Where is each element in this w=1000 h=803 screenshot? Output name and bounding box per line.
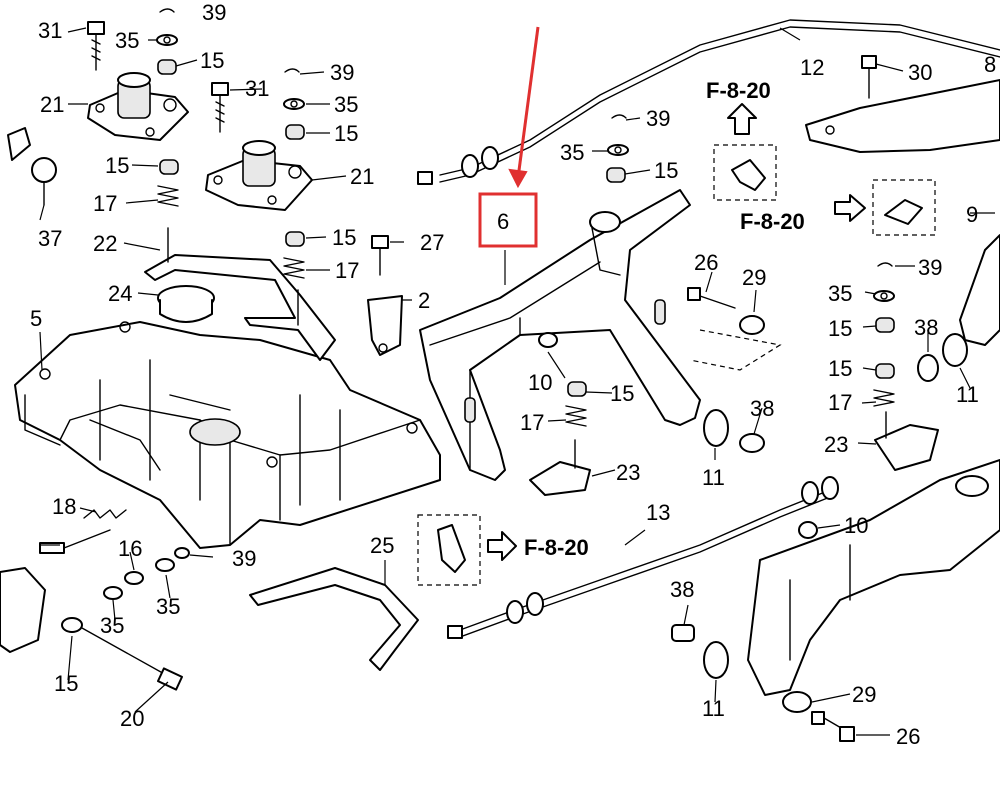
callout-15: 15 bbox=[654, 158, 678, 183]
callout-8: 8 bbox=[984, 52, 996, 77]
ref-box-top bbox=[713, 103, 777, 201]
callout-35: 35 bbox=[334, 92, 358, 117]
callouts: 39 31 35 15 21 39 31 35 15 21 15 17 22 3… bbox=[30, 0, 996, 749]
callout-21: 21 bbox=[350, 164, 374, 189]
highlight-group bbox=[478, 26, 540, 248]
callout-25: 25 bbox=[370, 533, 394, 558]
callout-15: 15 bbox=[334, 121, 358, 146]
ref-box-bottom bbox=[417, 514, 517, 586]
lever-22 bbox=[144, 227, 336, 361]
callout-15: 15 bbox=[828, 316, 852, 341]
callout-35: 35 bbox=[560, 140, 584, 165]
callout-11: 11 bbox=[702, 696, 725, 721]
callout-13: 13 bbox=[646, 500, 670, 525]
callout-21: 21 bbox=[40, 92, 64, 117]
callout-35: 35 bbox=[828, 281, 852, 306]
callout-17: 17 bbox=[93, 191, 117, 216]
callout-6: 6 bbox=[497, 209, 509, 234]
callout-35: 35 bbox=[115, 28, 139, 53]
small-parts-column-left bbox=[156, 8, 305, 279]
frame-6 bbox=[419, 189, 701, 481]
callout-2: 2 bbox=[418, 288, 430, 313]
callout-10: 10 bbox=[528, 370, 552, 395]
callout-39: 39 bbox=[646, 106, 670, 131]
callout-18: 18 bbox=[52, 494, 76, 519]
callout-11: 11 bbox=[956, 382, 979, 407]
callout-23: 23 bbox=[824, 432, 848, 457]
bolt-27 bbox=[371, 235, 389, 276]
bushing-housing-left bbox=[87, 72, 189, 141]
callout-31: 31 bbox=[38, 18, 62, 43]
loop-25 bbox=[249, 567, 419, 671]
callout-10: 10 bbox=[844, 513, 868, 538]
callout-29: 29 bbox=[742, 265, 766, 290]
base-housing bbox=[14, 321, 441, 549]
ref-label-right: F-8-20 bbox=[740, 209, 805, 234]
bracket-8 bbox=[805, 79, 1000, 153]
callout-38: 38 bbox=[914, 315, 938, 340]
callout-39: 39 bbox=[232, 546, 256, 571]
callout-15: 15 bbox=[610, 381, 634, 406]
bolt-31-right bbox=[211, 82, 229, 133]
bracket-9 bbox=[959, 234, 1000, 346]
callout-9: 9 bbox=[966, 202, 978, 227]
reference-labels: F-8-20 F-8-20 F-8-20 bbox=[524, 78, 805, 560]
callout-26: 26 bbox=[694, 250, 718, 275]
callout-35: 35 bbox=[156, 594, 180, 619]
right-center-parts bbox=[687, 287, 782, 453]
clip-37 bbox=[7, 127, 57, 206]
ref-box-right bbox=[834, 179, 936, 236]
center-small-parts bbox=[529, 114, 629, 496]
ref-label-top: F-8-20 bbox=[706, 78, 771, 103]
bushing-housing-right bbox=[205, 140, 313, 211]
callout-23: 23 bbox=[616, 460, 640, 485]
callout-30: 30 bbox=[908, 60, 932, 85]
lower-left-parts bbox=[0, 509, 190, 691]
callout-15: 15 bbox=[332, 225, 356, 250]
callout-5: 5 bbox=[30, 306, 42, 331]
bolt-31-left bbox=[87, 21, 105, 71]
callout-15: 15 bbox=[105, 153, 129, 178]
callout-26: 26 bbox=[896, 724, 920, 749]
callout-15: 15 bbox=[200, 48, 224, 73]
cable-13 bbox=[447, 476, 839, 639]
callout-38: 38 bbox=[670, 577, 694, 602]
callout-39: 39 bbox=[202, 0, 226, 25]
callout-24: 24 bbox=[108, 281, 132, 306]
right-parts-column bbox=[861, 55, 968, 471]
callout-29: 29 bbox=[852, 682, 876, 707]
callout-17: 17 bbox=[828, 390, 852, 415]
callout-15: 15 bbox=[828, 356, 852, 381]
bracket-2 bbox=[367, 295, 403, 356]
lower-right-frame bbox=[671, 459, 1000, 742]
ref-label-bottom: F-8-20 bbox=[524, 535, 589, 560]
callout-17: 17 bbox=[520, 410, 544, 435]
highlight-arrow bbox=[516, 26, 540, 179]
leader-lines bbox=[39, 27, 995, 736]
callout-35: 35 bbox=[100, 613, 124, 638]
callout-39: 39 bbox=[330, 60, 354, 85]
callout-17: 17 bbox=[335, 258, 359, 283]
callout-20: 20 bbox=[120, 706, 144, 731]
callout-15: 15 bbox=[54, 671, 78, 696]
callout-22: 22 bbox=[93, 231, 117, 256]
callout-38: 38 bbox=[750, 396, 774, 421]
callout-16: 16 bbox=[118, 536, 142, 561]
highlight-box bbox=[478, 192, 538, 248]
callout-31: 31 bbox=[245, 76, 269, 101]
callout-11: 11 bbox=[702, 465, 725, 490]
callout-12: 12 bbox=[800, 55, 824, 80]
callout-27: 27 bbox=[420, 230, 444, 255]
callout-39: 39 bbox=[918, 255, 942, 280]
cap-24 bbox=[157, 285, 215, 323]
cable-12 bbox=[417, 19, 1000, 185]
callout-37: 37 bbox=[38, 226, 62, 251]
